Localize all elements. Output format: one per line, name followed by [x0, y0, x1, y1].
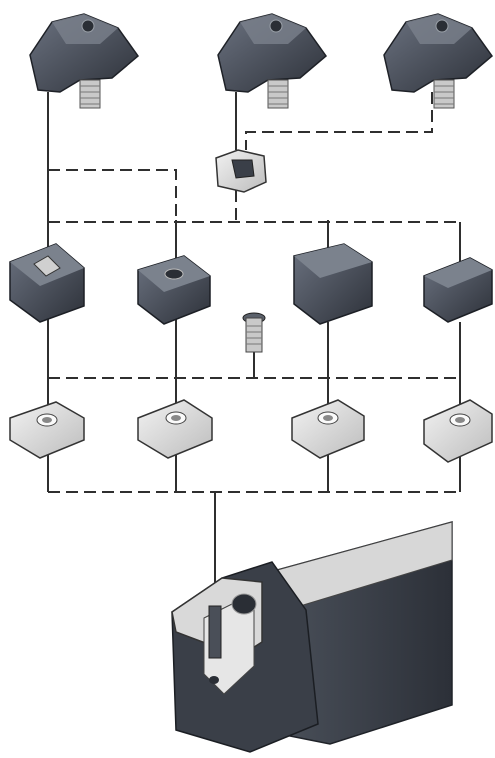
shim-icon [291, 399, 365, 459]
shim-icon [423, 399, 493, 463]
dashed-connectors [48, 92, 460, 493]
insert-icon [137, 255, 211, 325]
clamp-1 [29, 13, 140, 109]
clamp-2 [217, 13, 328, 109]
tool-holder [171, 521, 453, 753]
dashed-connector [48, 169, 177, 220]
insert-icon [423, 257, 493, 323]
shim-pin-icon [215, 149, 267, 193]
insert-2 [137, 255, 211, 325]
clamp-icon [29, 13, 140, 109]
screw-icon [242, 312, 266, 353]
insert-icon [293, 243, 373, 325]
shim-4 [423, 399, 493, 463]
tool-holder-icon [171, 521, 453, 753]
shim-icon [137, 399, 213, 459]
shim-screw [242, 312, 266, 353]
clamp-3 [383, 13, 494, 109]
shim-2 [137, 399, 213, 459]
shim-3 [291, 399, 365, 459]
shim-icon [9, 401, 85, 459]
insert-4 [423, 257, 493, 323]
insert-icon [9, 243, 85, 323]
insert-1 [9, 243, 85, 323]
shim-pin [215, 149, 267, 193]
clamp-icon [383, 13, 494, 109]
shim-1 [9, 401, 85, 459]
dashed-connector [245, 92, 433, 150]
insert-3 [293, 243, 373, 325]
clamp-icon [217, 13, 328, 109]
